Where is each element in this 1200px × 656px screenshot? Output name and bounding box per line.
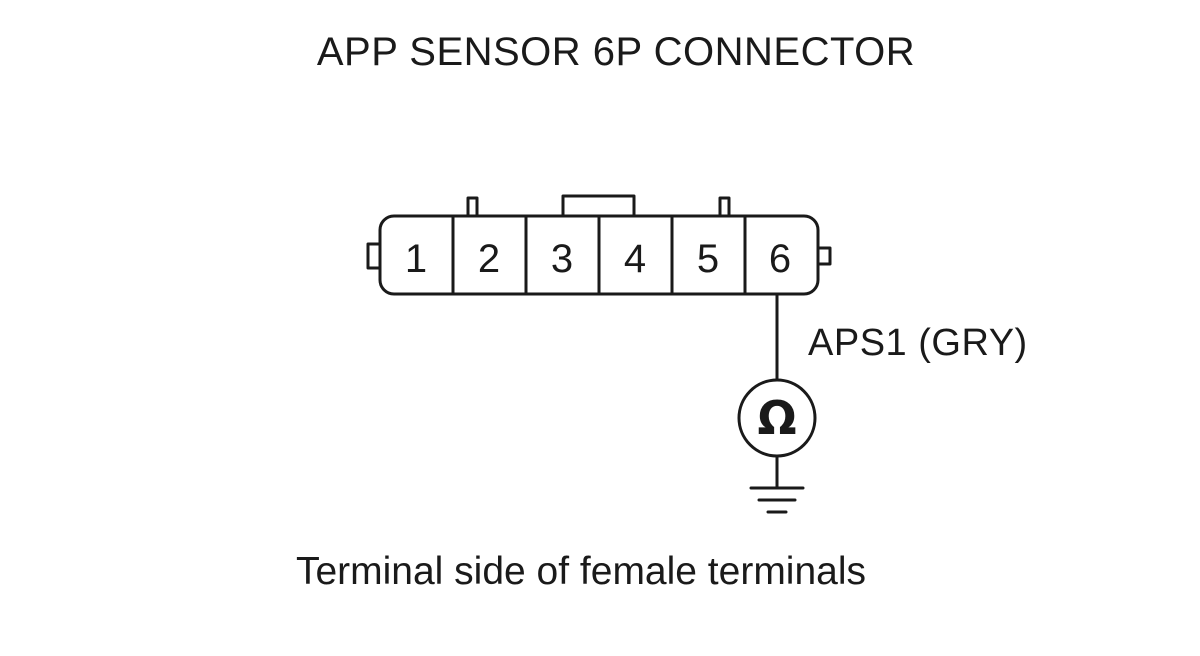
pin-labels: 1 2 3 4 5 6 xyxy=(405,237,791,281)
ground-icon xyxy=(749,486,805,514)
caption: Terminal side of female terminals xyxy=(295,550,867,593)
ohm-symbol: Ω xyxy=(757,391,796,445)
left-lock-tab xyxy=(366,242,382,270)
pin-1-label: 1 xyxy=(405,237,427,281)
center-key xyxy=(561,194,636,218)
right-lock-tab xyxy=(816,246,832,266)
pin-5-label: 5 xyxy=(697,237,719,281)
ohmmeter-icon: Ω xyxy=(737,378,817,458)
right-post xyxy=(718,196,731,218)
pin-6-label: 6 xyxy=(769,237,791,281)
left-post xyxy=(466,196,479,218)
pin-4-label: 4 xyxy=(624,237,646,281)
pin-2-label: 2 xyxy=(478,237,500,281)
wire-label: APS1 (GRY) xyxy=(808,322,1028,364)
pin-dividers xyxy=(451,214,747,296)
pin-3-label: 3 xyxy=(551,237,573,281)
diagram-title: APP SENSOR 6P CONNECTOR xyxy=(316,30,916,74)
